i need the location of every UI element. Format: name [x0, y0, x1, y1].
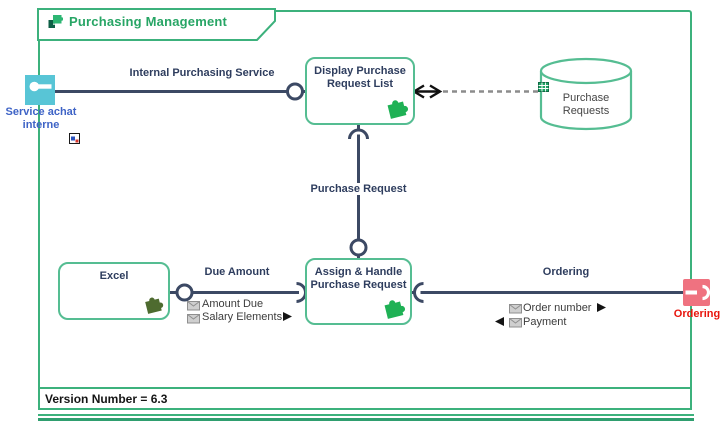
label-internal-purchasing-service: Internal Purchasing Service	[129, 67, 275, 79]
datastore-label: Purchase Requests	[538, 82, 634, 118]
frame-title: Purchasing Management	[69, 13, 228, 29]
connector-due-amount[interactable]	[170, 282, 307, 303]
puzzle-icon	[145, 297, 164, 314]
interface-icon	[29, 81, 52, 92]
connector-internal-purchasing-service[interactable]	[55, 82, 305, 101]
excel-box[interactable]: Excel	[58, 262, 170, 320]
message-amount-due: Amount Due	[202, 298, 264, 310]
message-order-number: Order number	[523, 302, 592, 314]
label-purchase-request: Purchase Request	[310, 183, 407, 195]
arrow-left-icon	[495, 317, 504, 326]
provided-interface-ball	[349, 238, 368, 257]
envelope-icon	[187, 314, 200, 324]
label-due-amount: Due Amount	[204, 266, 270, 278]
excel-title: Excel	[99, 270, 129, 282]
envelope-icon	[509, 318, 522, 328]
provided-interface-ball	[175, 283, 194, 302]
arrow-right-icon	[283, 312, 292, 321]
frame-tab-content: Purchasing Management	[47, 13, 227, 29]
ordering-port[interactable]	[683, 279, 710, 306]
display-purchase-title: Display Purchase Request List	[314, 65, 406, 90]
socket-glyph-icon	[685, 284, 710, 301]
message-salary-elements: Salary Elements	[202, 311, 283, 323]
ordering-port-label: Ordering	[673, 308, 721, 320]
frame-underline-2	[38, 418, 694, 421]
envelope-icon	[187, 301, 200, 311]
required-interface-socket	[413, 282, 424, 303]
provided-interface-ball	[286, 82, 304, 101]
message-payment: Payment	[523, 316, 567, 328]
access-double-arrow-icon[interactable]	[411, 84, 443, 99]
label-ordering: Ordering	[542, 266, 590, 278]
assign-handle-title: Assign & Handle Purchase Request	[310, 266, 407, 291]
element-marker-icon	[69, 133, 80, 144]
assign-handle-box[interactable]: Assign & Handle Purchase Request	[305, 258, 412, 325]
puzzle-icon	[387, 100, 409, 119]
required-interface-socket	[348, 128, 369, 140]
service-port-label: Service achat interne	[5, 106, 77, 131]
version-text: Version Number = 6.3	[45, 392, 168, 406]
table-icon	[538, 82, 549, 92]
puzzle-icon	[384, 300, 406, 319]
frame-underline	[38, 414, 694, 416]
display-purchase-box[interactable]: Display Purchase Request List	[305, 57, 415, 125]
purchase-requests-datastore[interactable]	[538, 57, 634, 133]
envelope-icon	[509, 304, 522, 314]
version-bar[interactable]: Version Number = 6.3	[38, 387, 692, 410]
diagram-icon	[48, 15, 63, 28]
service-port[interactable]	[25, 75, 55, 105]
connector-ordering[interactable]	[412, 282, 683, 303]
frame-tab[interactable]	[37, 7, 283, 42]
arrow-right-icon	[597, 303, 606, 312]
